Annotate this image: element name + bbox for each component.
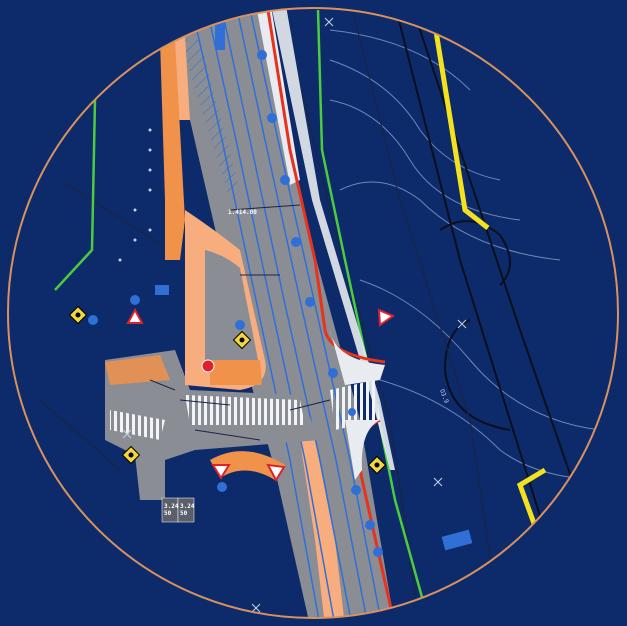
warning-triangle-icon bbox=[126, 307, 144, 324]
stationing-label: 1.414.00 bbox=[228, 209, 257, 216]
side-road-left bbox=[105, 350, 380, 500]
tree-dots bbox=[118, 128, 152, 262]
yellow-lines bbox=[432, 24, 547, 541]
main-road bbox=[160, 8, 395, 618]
utility-blocks bbox=[155, 20, 473, 551]
terrain-contours bbox=[329, 29, 611, 481]
property-lines bbox=[39, 8, 501, 618]
traffic-light-icon bbox=[367, 455, 387, 475]
island-code-label: ОЗ.9 bbox=[438, 388, 450, 404]
right-islands bbox=[330, 330, 385, 480]
lane-markings bbox=[189, 8, 383, 618]
warning-triangle-icon bbox=[266, 463, 286, 483]
street-trees bbox=[88, 50, 383, 557]
traffic-light-icon bbox=[232, 330, 252, 350]
warning-triangle-icon bbox=[377, 308, 396, 327]
boundary-lines bbox=[394, 8, 601, 581]
warning-signs bbox=[126, 307, 396, 483]
green-edge-lines bbox=[54, 9, 432, 618]
warning-triangle-icon bbox=[211, 464, 231, 480]
survey-crosses bbox=[122, 17, 467, 613]
detail-lines bbox=[149, 204, 331, 441]
stop-marker-icon bbox=[201, 359, 215, 373]
traffic-light-icon bbox=[68, 305, 88, 325]
traffic-light-icon bbox=[121, 445, 141, 465]
circle-frame bbox=[7, 7, 619, 619]
traffic-lights bbox=[68, 305, 387, 475]
